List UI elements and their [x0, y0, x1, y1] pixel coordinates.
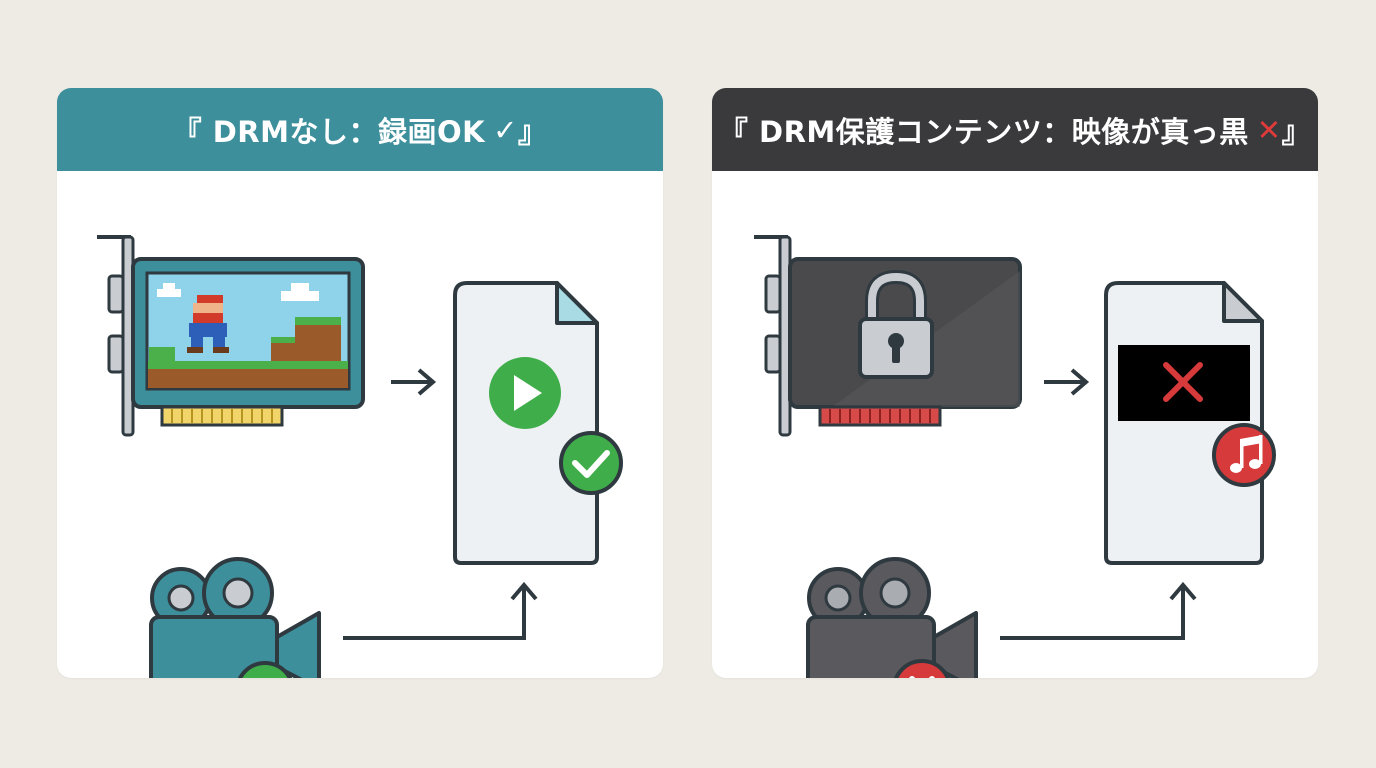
play-icon [514, 375, 542, 411]
panel-drm-protected: 『 DRM保護コンテンツ：映像が真っ黒 ✕ 』 [712, 88, 1318, 678]
video-camera-icon [149, 557, 321, 678]
music-note-icon [1212, 423, 1276, 487]
video-camera-icon [806, 557, 978, 678]
drm-diagram [754, 235, 1276, 678]
panel-header-drm: 『 DRM保護コンテンツ：映像が真っ黒 ✕ 』 [712, 88, 1318, 171]
check-badge-icon [559, 431, 623, 495]
check-icon [237, 661, 293, 678]
panel-title-suffix: 』 [517, 114, 548, 149]
panel-title-drm: 『 DRM保護コンテンツ：映像が真っ黒 [718, 114, 1249, 149]
panel-header-no-drm: 『 DRMなし：録画OK ✓ 』 [57, 88, 663, 171]
panel-body-no-drm [57, 171, 663, 678]
video-file-icon [453, 281, 623, 565]
arrow-up-icon [343, 581, 538, 640]
arrow-up-icon [1000, 581, 1197, 640]
panel-title-suffix: 』 [1281, 114, 1312, 149]
lock-icon [858, 269, 934, 379]
graphics-card-icon [754, 235, 1022, 437]
arrow-right-icon [391, 368, 437, 396]
arrow-right-icon [1044, 368, 1090, 396]
panel-body-drm [712, 171, 1318, 678]
panel-no-drm: 『 DRMなし：録画OK ✓ 』 [57, 88, 663, 678]
check-mark-icon: ✓ [493, 112, 518, 147]
cross-mark-icon: ✕ [1256, 112, 1282, 147]
cross-icon [1163, 362, 1203, 402]
no-drm-diagram [97, 235, 623, 678]
character-sprite [187, 295, 229, 353]
game-screen-icon [145, 271, 351, 391]
video-file-icon [1104, 281, 1276, 565]
cross-badge-icon [894, 659, 950, 678]
panel-title-no-drm: 『 DRMなし：録画OK [172, 114, 486, 149]
